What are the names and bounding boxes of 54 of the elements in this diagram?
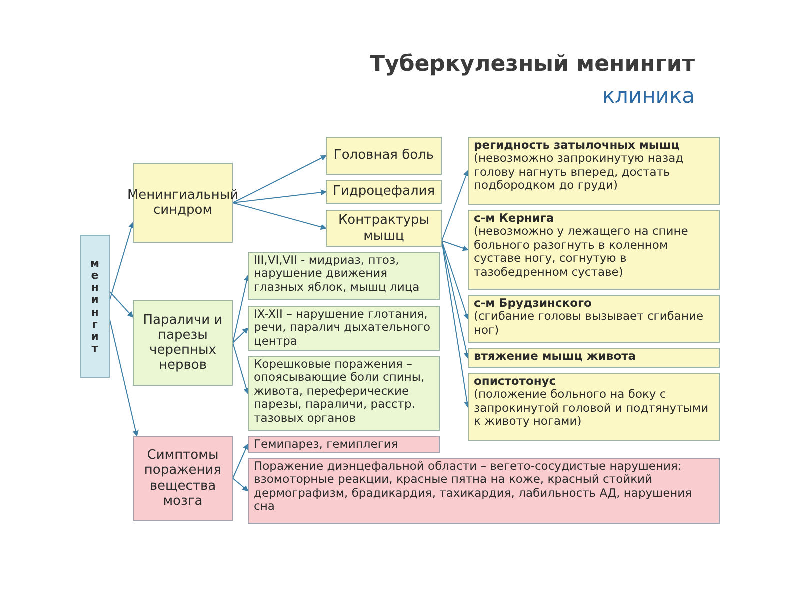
text-box	[468, 373, 720, 441]
box-heading: втяжение мышц живота	[474, 350, 638, 364]
text-box	[248, 306, 440, 351]
box-text: III,VI,VII - мидриаз, птоз, нарушение движения глазных яблок, мышц лица	[254, 254, 421, 294]
text-box	[326, 210, 442, 247]
arrow	[442, 170, 470, 242]
box-text: (невозможно запрокинутую назад голову нагнуть вперед, достать подбородком до груди)	[474, 152, 685, 193]
text-box	[248, 436, 440, 453]
title: Туберкулезный менингит	[368, 52, 695, 77]
box-heading: опистотонус	[474, 375, 558, 388]
arrow	[110, 320, 139, 437]
text-box	[326, 137, 442, 175]
text-box	[468, 348, 720, 368]
box-text: Контрактуры мышц	[337, 213, 431, 244]
text-box	[248, 252, 440, 300]
box-text: Корешковые поражения – опоясывающие боли спины, живота, переферические парезы, параличи, расстр. тазовых органов	[254, 358, 426, 426]
arrow	[232, 342, 250, 394]
box-text: Поражение диэнцефальной области – вегето-сосудистые нарушения: взомоторные реакции, красные пятна на коже, красный стойкий дермографизм, брадикардия, тахикардия, лабильность АД, нарушения сна	[254, 460, 694, 514]
arrow	[232, 444, 249, 479]
box-text: (положение больного на боку с запрокинутой головой и подтянутыми к животу ногами)	[474, 388, 710, 429]
arrow	[232, 275, 250, 344]
box-heading: регидность затылочных мышц	[474, 139, 682, 152]
text-box	[248, 458, 720, 524]
subtitle: клиника	[601, 84, 695, 108]
box-text: Менингиальный синдром	[127, 188, 239, 218]
text-box	[468, 295, 720, 343]
text-box	[248, 356, 440, 431]
arrow	[110, 292, 134, 318]
arrow	[442, 240, 469, 252]
arrow	[110, 222, 134, 300]
vertical-box	[80, 235, 110, 378]
text-box	[133, 436, 233, 521]
arrow	[232, 190, 327, 204]
box-text: Симптомы поражения вещества мозга	[143, 448, 223, 509]
vertical-text: менингит	[90, 258, 100, 355]
arrow	[232, 478, 249, 492]
box-text: (невозможно у лежащего на спине больного разогнуть в коленном суставе ногу, согнутую в тазобедренном суставе)	[474, 225, 690, 280]
box-text: IX-XII – нарушение глотания, речи, паралич дыхательного центра	[254, 308, 432, 348]
box-text: Параличи и парезы черепных нервов	[142, 312, 224, 374]
arrow	[232, 156, 327, 204]
arrow	[232, 328, 249, 344]
box-heading: с-м Кернига	[474, 212, 556, 226]
text-box	[468, 137, 720, 205]
box-heading: с-м Брудзинского	[474, 297, 593, 310]
arrow	[442, 240, 470, 359]
box-text: Гемипарез, гемиплегия	[254, 438, 400, 452]
box-text: (сгибание головы вызывает сгибание ног)	[474, 310, 705, 338]
box-text: Гидроцефалия	[332, 184, 436, 200]
text-box	[468, 210, 720, 290]
text-box	[326, 180, 442, 204]
arrow	[232, 202, 327, 230]
arrow	[442, 240, 470, 320]
box-text: Головная боль	[334, 148, 434, 164]
text-box	[133, 300, 233, 386]
